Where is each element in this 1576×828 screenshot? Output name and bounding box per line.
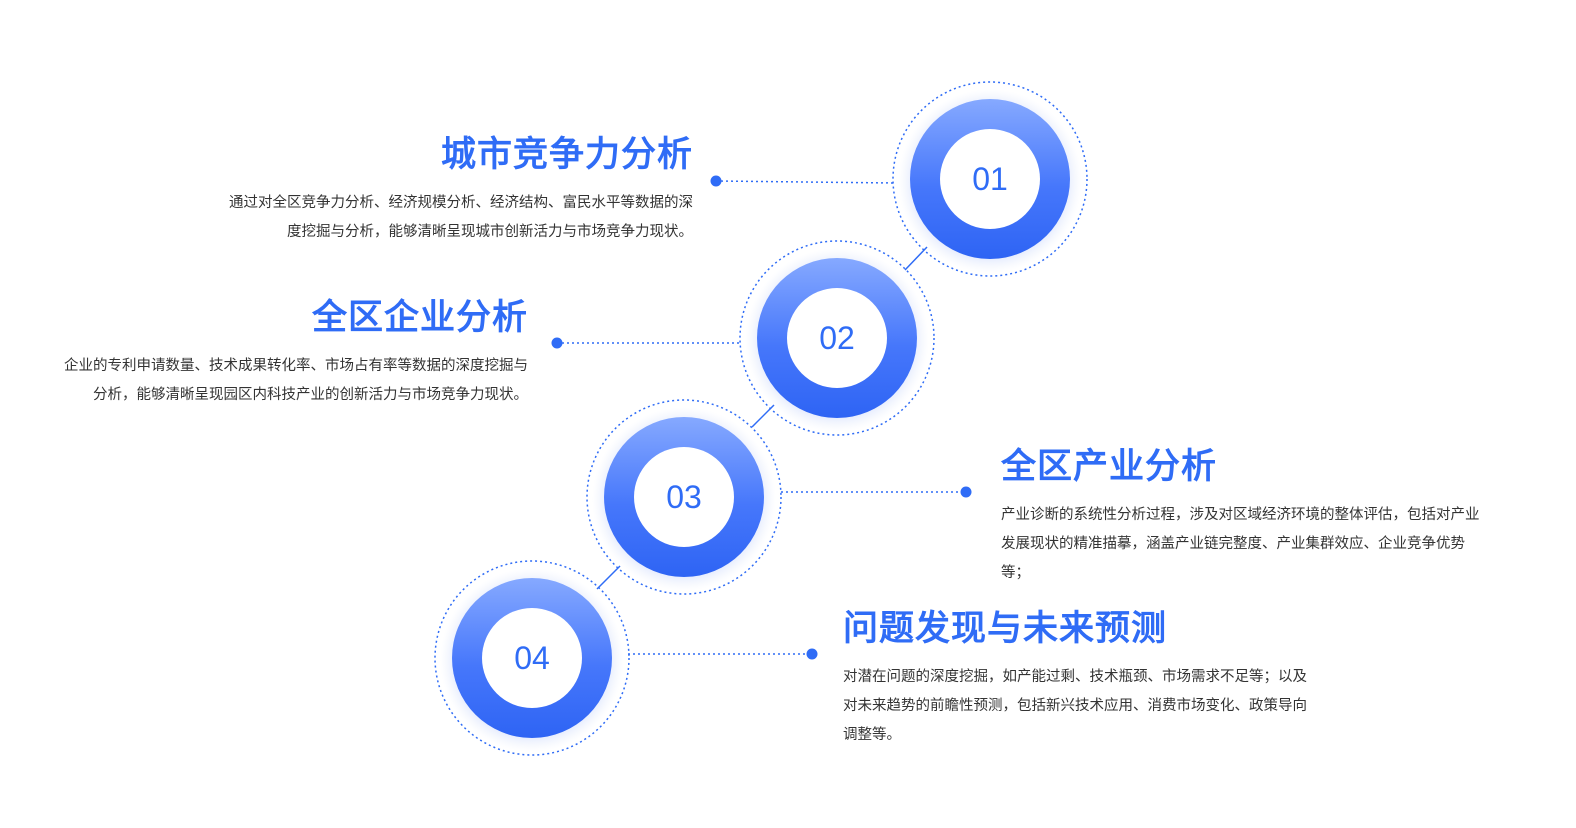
step-04-description: 对潜在问题的深度挖掘，如产能过剩、技术瓶颈、市场需求不足等；以及对未来趋势的前瞻… xyxy=(843,669,1307,743)
step-02-outer-ring xyxy=(739,240,935,436)
step-02-title: 全区企业分析 xyxy=(311,298,528,338)
step-04-title: 问题发现与未来预测 xyxy=(843,609,1168,649)
step-03-title: 全区产业分析 xyxy=(1001,447,1218,487)
step-04-outer-ring xyxy=(434,560,630,756)
step-01-number: 01 xyxy=(972,161,1008,197)
step-02-number: 02 xyxy=(819,320,855,356)
step-04-text: 问题发现与未来预测 对潜在问题的深度挖掘，如产能过剩、技术瓶颈、市场需求不足等；… xyxy=(843,607,1319,750)
step-01-text: 城市竞争力分析 通过对全区竞争力分析、经济规模分析、经济结构、富民水平等数据的深… xyxy=(228,133,693,247)
step-03-outer-ring xyxy=(586,399,782,595)
step-01-node xyxy=(892,81,1088,277)
step-02-inner xyxy=(787,288,887,388)
step-04-inner xyxy=(482,608,582,708)
step-02-text: 全区企业分析 企业的专利申请数量、技术成果转化率、市场占有率等数据的深度挖掘与分… xyxy=(64,296,528,410)
step-01-leader-line xyxy=(715,180,895,184)
connector-1-2 xyxy=(904,246,928,271)
step-03-leader-dot xyxy=(960,486,972,498)
step-04-number: 04 xyxy=(514,640,550,676)
step-02-node xyxy=(739,240,935,436)
step-01-title: 城市竞争力分析 xyxy=(440,135,693,175)
step-04-leader-dot xyxy=(806,648,818,660)
step-02-leader-dot xyxy=(551,337,563,349)
step-01-leader-dot xyxy=(710,175,722,187)
step-03-node xyxy=(586,399,782,595)
step-01-inner xyxy=(940,129,1040,229)
step-02-description: 企业的专利申请数量、技术成果转化率、市场占有率等数据的深度挖掘与分析，能够清晰呈… xyxy=(64,358,528,403)
step-01-outer-ring xyxy=(892,81,1088,277)
connector-3-4 xyxy=(596,565,621,590)
step-01-description: 通过对全区竞争力分析、经济规模分析、经济结构、富民水平等数据的深度挖掘与分析，能… xyxy=(229,195,693,240)
step-03-description: 产业诊断的系统性分析过程，涉及对区域经济环境的整体评估，包括对产业发展现状的精准… xyxy=(1001,507,1480,581)
step-03-number: 03 xyxy=(666,479,702,515)
step-03-inner xyxy=(634,447,734,547)
step-03-text: 全区产业分析 产业诊断的系统性分析过程，涉及对区域经济环境的整体评估，包括对产业… xyxy=(1001,445,1483,588)
step-04-node xyxy=(434,560,630,756)
